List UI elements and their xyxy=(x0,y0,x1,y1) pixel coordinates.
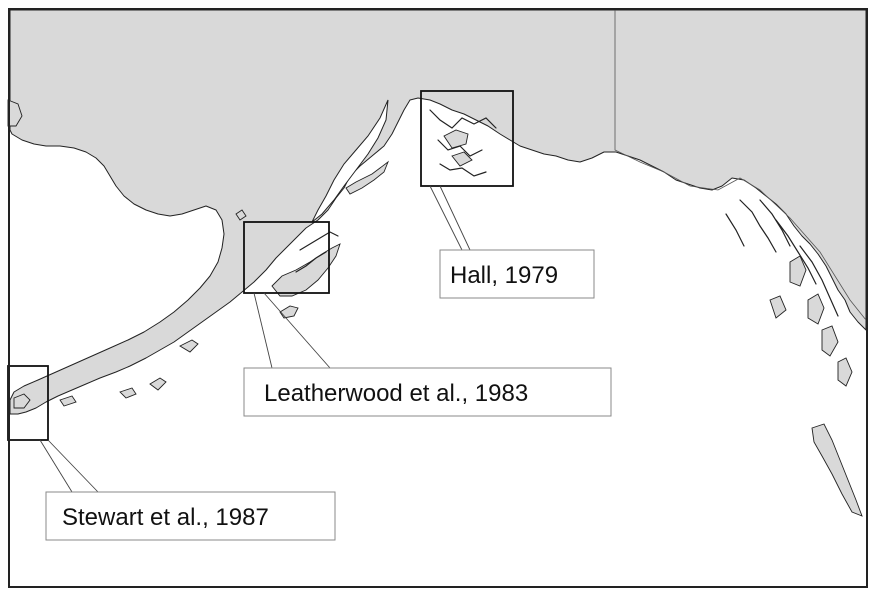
leader-leatherwood xyxy=(253,292,273,369)
island-7 xyxy=(235,209,247,221)
study-box-leatherwood[interactable] xyxy=(243,221,330,294)
canada-border xyxy=(614,10,867,321)
mainland xyxy=(9,9,867,415)
pws-island-2 xyxy=(451,151,473,167)
se-island-5 xyxy=(811,423,863,517)
leader-hall-2 xyxy=(439,185,471,251)
label-leatherwood-text: Leatherwood et al., 1983 xyxy=(264,380,528,407)
map-frame xyxy=(8,8,868,588)
island-6 xyxy=(345,160,390,195)
label-hall-text: Hall, 1979 xyxy=(450,262,558,289)
label-stewart-text: Stewart et al., 1987 xyxy=(62,504,269,531)
se-island-2 xyxy=(807,293,825,325)
se-fjord-4 xyxy=(799,245,839,317)
island-5 xyxy=(59,395,77,407)
se-island-3 xyxy=(821,325,839,357)
island-2 xyxy=(179,339,199,353)
island-4 xyxy=(119,387,137,399)
pws-fjord-3 xyxy=(439,163,487,177)
leader-stewart-2 xyxy=(47,439,99,493)
label-stewart: Stewart et al., 1987 xyxy=(45,491,336,541)
island-3 xyxy=(149,377,167,391)
island-1 xyxy=(279,305,299,319)
se-fjord-3 xyxy=(775,219,817,285)
se-fjord-5 xyxy=(725,213,745,247)
se-island-1 xyxy=(789,255,807,287)
leader-leatherwood-2 xyxy=(263,292,331,369)
kenai-fjord-1 xyxy=(299,231,339,251)
leader-stewart xyxy=(39,439,73,493)
label-hall: Hall, 1979 xyxy=(439,249,595,299)
se-fjord-1 xyxy=(739,199,777,253)
pws-island xyxy=(443,129,469,149)
label-leatherwood: Leatherwood et al., 1983 xyxy=(243,367,612,417)
se-island-4 xyxy=(837,357,853,387)
study-box-hall[interactable] xyxy=(420,90,514,187)
kenai-fjord-2 xyxy=(295,251,327,273)
pws-fjord-1 xyxy=(429,109,497,129)
se-island-6 xyxy=(769,295,787,319)
kodiak-island xyxy=(271,243,341,297)
island-9 xyxy=(13,393,31,409)
